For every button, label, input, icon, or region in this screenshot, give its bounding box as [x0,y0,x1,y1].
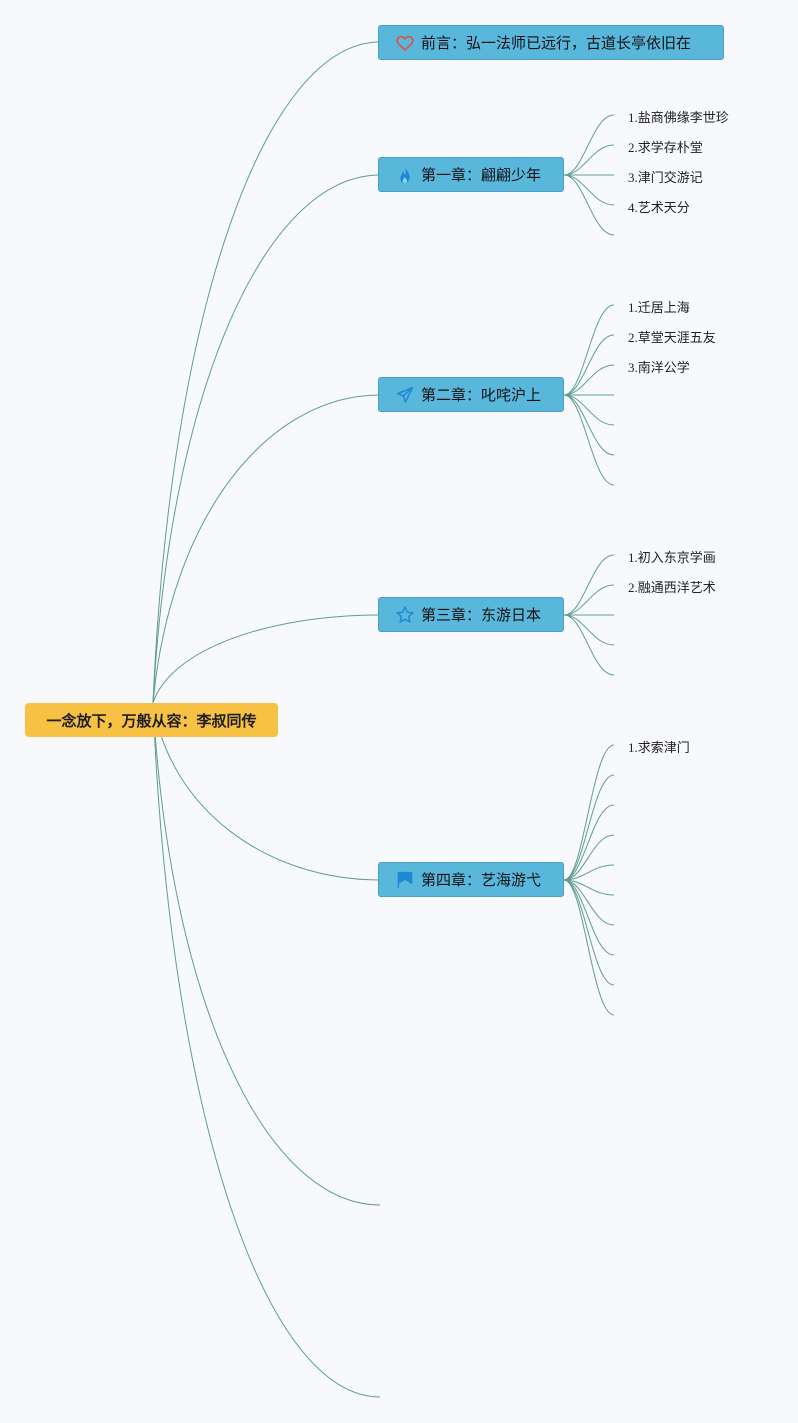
leaf-connector-4-3 [563,804,615,881]
root-connector-1 [152,41,381,704]
leaf-ch2-1[interactable]: 1.迁居上海 [628,300,690,315]
leaf-connector-4-1 [563,744,615,881]
branch-preface[interactable]: 前言：弘一法师已远行，古道长亭依旧在 [378,25,724,60]
leaf-connector-3-2 [563,584,615,616]
leaf-connector-1-5 [563,174,615,236]
branch-preface-label: 前言：弘一法师已远行，古道长亭依旧在 [421,35,692,52]
root-connector-6 [152,702,381,1206]
flag-icon [395,870,415,890]
root-connector-3 [152,394,381,704]
branch-chapter-1-label: 第一章：翩翩少年 [421,167,542,184]
leaf-ch1-2[interactable]: 2.求学存朴堂 [628,140,703,155]
leaf-ch1-3[interactable]: 3.津门交游记 [628,170,703,185]
branch-chapter-1[interactable]: 第一章：翩翩少年 [378,157,564,192]
leaf-ch1-4[interactable]: 4.艺术天分 [628,200,690,215]
leaf-connector-4-10 [563,879,615,1016]
leaf-connector-4-4 [563,834,615,881]
paper-plane-icon [395,385,415,405]
branch-chapter-4-label: 第四章：艺海游弋 [421,872,542,889]
leaf-connector-2-2 [563,334,615,396]
branch-chapter-2[interactable]: 第二章：叱咤沪上 [378,377,564,412]
root-topic[interactable]: 一念放下，万般从容：李叔同传 [25,703,278,737]
leaf-connector-4-8 [563,879,615,956]
leaf-connector-2-6 [563,394,615,456]
leaf-connector-2-5 [563,394,615,426]
branch-chapter-2-label: 第二章：叱咤沪上 [421,387,542,404]
leaf-connector-3-4 [563,614,615,646]
leaf-ch3-2[interactable]: 2.融通西洋艺术 [628,580,716,595]
leaf-connector-1-4 [563,174,615,206]
leaf-ch2-2[interactable]: 2.草堂天涯五友 [628,330,716,345]
branch-chapter-3-label: 第三章：东游日本 [421,607,542,624]
branch-chapter-3[interactable]: 第三章：东游日本 [378,597,564,632]
leaf-connector-3-5 [563,614,615,676]
root-connector-7 [152,702,381,1398]
star-icon [395,605,415,625]
leaf-ch3-1[interactable]: 1.初入东京学画 [628,550,716,565]
heart-icon [395,33,415,53]
fire-icon [395,165,415,185]
root-connector-4 [152,614,381,704]
root-topic-label: 一念放下，万般从容：李叔同传 [46,712,257,730]
leaf-ch1-1[interactable]: 1.盐商佛缘李世珍 [628,110,729,125]
leaf-connector-1-2 [563,144,615,176]
root-connector-2 [152,174,381,704]
leaf-connector-4-7 [563,879,615,926]
leaf-connector-2-1 [563,304,615,396]
leaf-connector-3-1 [563,554,615,616]
leaf-connector-2-3 [563,364,615,396]
leaf-connector-4-2 [563,774,615,881]
leaf-connector-1-1 [563,114,615,176]
branch-chapter-4[interactable]: 第四章：艺海游弋 [378,862,564,897]
root-connector-5 [152,702,381,881]
leaf-ch4-1[interactable]: 1.求索津门 [628,740,690,755]
leaf-ch2-3[interactable]: 3.南洋公学 [628,360,690,375]
leaf-connector-2-7 [563,394,615,486]
leaf-connector-4-9 [563,879,615,986]
leaf-connector-4-5 [563,864,615,881]
